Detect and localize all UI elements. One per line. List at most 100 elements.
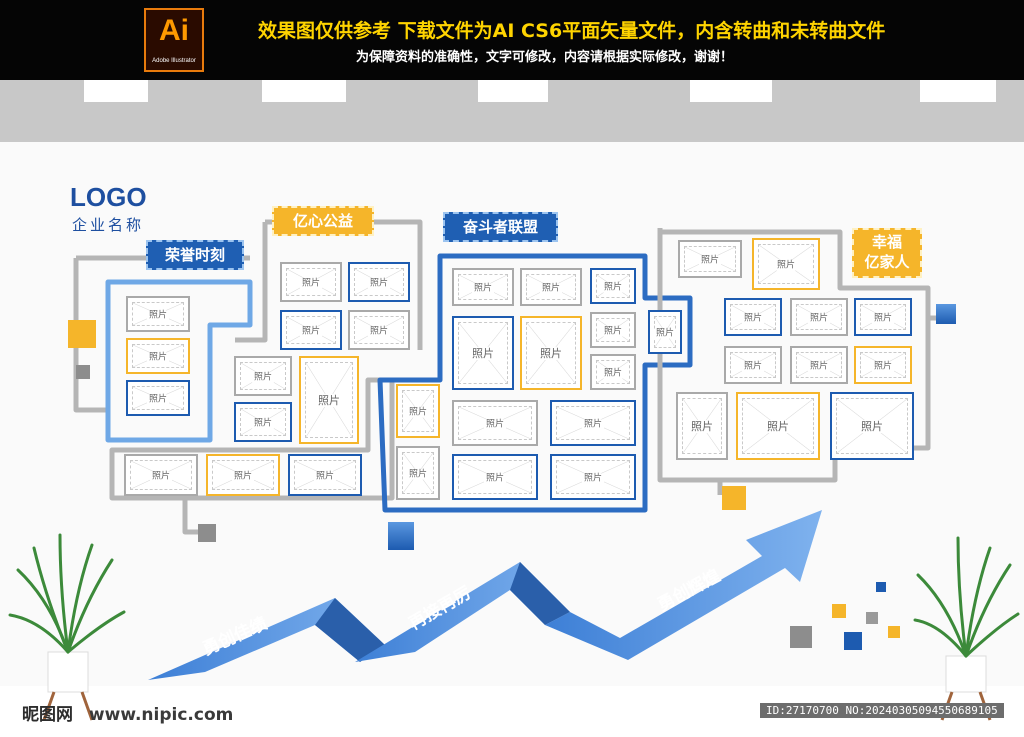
- photo-frame: 照片: [348, 262, 410, 302]
- photo-frame: 照片: [590, 354, 636, 390]
- photo-frame: 照片: [124, 454, 198, 496]
- photo-label-text: 照片: [146, 394, 169, 405]
- photo-label: 照片: [290, 469, 360, 482]
- tag-family-line2: 亿家人: [864, 253, 910, 271]
- photo-label-text: 照片: [316, 394, 342, 407]
- photo-label: 照片: [282, 324, 340, 337]
- photo-placeholder: [742, 398, 814, 454]
- photo-label-text: 照片: [539, 283, 562, 294]
- company-name: 企业名称: [72, 216, 145, 234]
- photo-label-text: 照片: [251, 372, 274, 383]
- photo-label: 照片: [454, 417, 536, 430]
- photo-label: 照片: [236, 416, 290, 429]
- photo-frame: 照片: [396, 446, 440, 500]
- photo-label-text: 照片: [807, 361, 830, 372]
- photo-label-text: 照片: [581, 419, 604, 430]
- banner-line-1: 效果图仅供参考 下载文件为AI CS6平面矢量文件，内含转曲和未转曲文件: [258, 20, 886, 42]
- photo-label-text: 照片: [774, 260, 797, 271]
- site-url: www.nipic.com: [88, 705, 234, 725]
- photo-frame: 照片: [520, 268, 582, 306]
- deco-square: [68, 320, 96, 348]
- photo-label-text: 照片: [406, 407, 429, 418]
- deco-square: [936, 304, 956, 324]
- photo-frame: 照片: [452, 400, 538, 446]
- photo-label-text: 照片: [653, 328, 676, 339]
- photo-frame: 照片: [678, 240, 742, 278]
- photo-frame: 照片: [452, 316, 514, 390]
- tag-honor: 荣誉时刻: [146, 240, 244, 270]
- photo-label: 照片: [856, 311, 910, 324]
- photo-frame: 照片: [234, 402, 292, 442]
- deco-square: [388, 522, 414, 550]
- photo-label: 照片: [398, 467, 438, 480]
- photo-frame: 照片: [280, 262, 342, 302]
- photo-label: 照片: [350, 276, 408, 289]
- tag-league: 奋斗者联盟: [443, 212, 558, 242]
- photo-frame: 照片: [452, 454, 538, 500]
- photo-frame: 照片: [396, 384, 440, 438]
- photo-label: 照片: [592, 324, 634, 337]
- photo-frame: 照片: [724, 346, 782, 384]
- banner-line-2: 为保障资料的准确性，文字可修改，内容请根据实际修改，谢谢！: [356, 50, 734, 65]
- photo-label-text: 照片: [483, 473, 506, 484]
- ceiling-lamp: [690, 80, 772, 102]
- deco-square: [866, 612, 878, 624]
- photo-label-text: 照片: [470, 347, 496, 360]
- photo-label-text: 照片: [581, 473, 604, 484]
- photo-frame: 照片: [724, 298, 782, 336]
- photo-label-text: 照片: [741, 361, 764, 372]
- app-icon-text: Ai: [159, 14, 189, 47]
- photo-label: 照片: [301, 392, 357, 408]
- photo-label: 照片: [552, 471, 634, 484]
- photo-label: 照片: [726, 359, 780, 372]
- photo-frame: 照片: [648, 310, 682, 354]
- photo-label-text: 照片: [483, 419, 506, 430]
- photo-frame: 照片: [854, 298, 912, 336]
- photo-label: 照片: [454, 281, 512, 294]
- photo-label-text: 照片: [146, 310, 169, 321]
- photo-label: 照片: [522, 281, 580, 294]
- photo-label-text: 照片: [741, 313, 764, 324]
- photo-label: 照片: [792, 359, 846, 372]
- photo-label-text: 照片: [689, 420, 715, 433]
- photo-frame: 照片: [206, 454, 280, 496]
- photo-label: 照片: [754, 258, 818, 271]
- site-logo: 昵图网: [22, 705, 73, 725]
- photo-label: 照片: [128, 308, 188, 321]
- photo-frame: 照片: [590, 312, 636, 348]
- company-logo: LOGO: [70, 182, 147, 212]
- ceiling-lamp: [920, 80, 996, 102]
- photo-label: 照片: [726, 311, 780, 324]
- photo-frame: 照片: [830, 392, 914, 460]
- photo-label: 照片: [552, 417, 634, 430]
- photo-frame: 照片: [590, 268, 636, 304]
- photo-label-text: 照片: [807, 313, 830, 324]
- deco-square: [876, 582, 886, 592]
- photo-label: 照片: [592, 280, 634, 293]
- photo-frame: 照片: [676, 392, 728, 460]
- photo-label-text: 照片: [149, 471, 172, 482]
- photo-label: 照片: [128, 392, 188, 405]
- deco-square: [844, 632, 862, 650]
- deco-square: [888, 626, 900, 638]
- deco-square: [832, 604, 846, 618]
- deco-square: [76, 365, 90, 379]
- site-watermark: 昵图网 www.nipic.com: [22, 700, 233, 725]
- photo-label: 照片: [680, 253, 740, 266]
- plant-right: [913, 536, 1020, 721]
- photo-frame: 照片: [299, 356, 359, 444]
- photo-placeholder: [458, 322, 508, 384]
- photo-label: 照片: [282, 276, 340, 289]
- photo-label-text: 照片: [871, 361, 894, 372]
- photo-label: 照片: [454, 471, 536, 484]
- photo-label: 照片: [350, 324, 408, 337]
- photo-label-text: 照片: [859, 420, 885, 433]
- deco-square: [790, 626, 812, 648]
- photo-label-text: 照片: [601, 326, 624, 337]
- photo-label-text: 照片: [299, 326, 322, 337]
- photo-label-text: 照片: [313, 471, 336, 482]
- photo-label: 照片: [592, 366, 634, 379]
- photo-label-text: 照片: [698, 255, 721, 266]
- photo-frame: 照片: [736, 392, 820, 460]
- app-icon-caption: Adobe Illustrator: [152, 58, 196, 64]
